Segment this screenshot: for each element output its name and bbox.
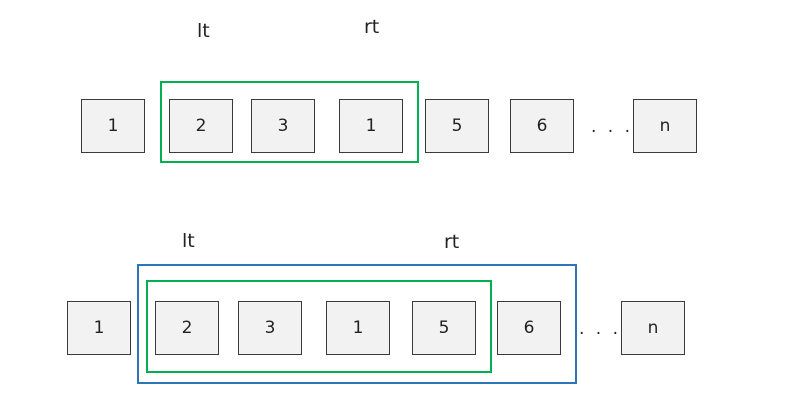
top-cell-4: 1 bbox=[339, 99, 403, 153]
bottom-lt-label: lt bbox=[182, 230, 195, 252]
top-green-window bbox=[160, 81, 419, 163]
top-cell-2: 2 bbox=[169, 99, 233, 153]
bottom-cell-3: 3 bbox=[238, 301, 302, 355]
bottom-rt-label: rt bbox=[444, 231, 460, 253]
top-rt-label: rt bbox=[364, 16, 380, 38]
top-lt-label: lt bbox=[197, 20, 210, 42]
bottom-green-window bbox=[146, 280, 492, 373]
bottom-cell-5: 5 bbox=[412, 301, 476, 355]
top-cell-3: 3 bbox=[251, 99, 315, 153]
top-cell-5: 5 bbox=[425, 99, 489, 153]
bottom-cell-n: n bbox=[621, 301, 685, 355]
bottom-cell-6: 6 bbox=[497, 301, 561, 355]
bottom-cell-2: 2 bbox=[155, 301, 219, 355]
top-cell-1: 1 bbox=[81, 99, 145, 153]
bottom-blue-window bbox=[137, 264, 577, 384]
top-ellipsis: . . . bbox=[591, 117, 634, 137]
bottom-cell-1: 1 bbox=[67, 301, 131, 355]
bottom-ellipsis: . . . bbox=[579, 319, 622, 339]
top-cell-n: n bbox=[633, 99, 697, 153]
bottom-cell-4: 1 bbox=[326, 301, 390, 355]
top-cell-6: 6 bbox=[510, 99, 574, 153]
